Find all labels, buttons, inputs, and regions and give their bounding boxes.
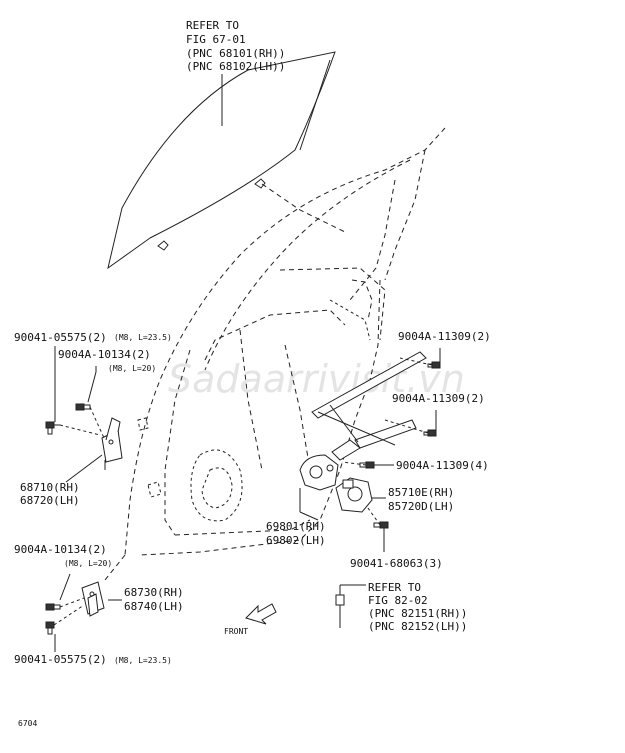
label-bolt-reg-1: 9004A-11309(2) bbox=[398, 330, 491, 343]
glass-ref-line2: FIG 67-01 bbox=[186, 33, 246, 46]
bolt-hinge-lower bbox=[45, 603, 61, 611]
label-regulator-rh: 69801(RH) bbox=[266, 520, 326, 533]
motor-ref-line1: REFER TO bbox=[368, 581, 421, 594]
bolt-reg-2 bbox=[423, 429, 437, 437]
label-bolt-reg-3: 9004A-11309(4) bbox=[396, 459, 489, 472]
label-screw-motor: 90041-68063(3) bbox=[350, 557, 443, 570]
label-hinge-upper-rh: 68710(RH) bbox=[20, 481, 80, 494]
upper-hinge bbox=[101, 417, 123, 463]
label-bolt-hinge-lower: 9004A-10134(2) bbox=[14, 543, 107, 556]
leader-lines bbox=[53, 346, 441, 652]
label-hinge-lower-lh: 68740(LH) bbox=[124, 600, 184, 613]
bolt-lower-left bbox=[45, 621, 55, 635]
label-hinge-lower-rh: 68730(RH) bbox=[124, 586, 184, 599]
label-hinge-upper-lh: 68720(LH) bbox=[20, 494, 80, 507]
door-frame bbox=[124, 127, 446, 556]
label-bolt-upper-left-spec: (M8, L=23.5) bbox=[114, 333, 172, 342]
front-label: FRONT bbox=[224, 627, 248, 636]
motor-ref-line3: (PNC 82151(RH)) bbox=[368, 607, 467, 620]
bolt-reg-3 bbox=[359, 461, 375, 469]
window-regulator bbox=[299, 351, 427, 491]
label-bolt-upper-left: 90041-05575(2) bbox=[14, 331, 107, 344]
label-motor-lh: 85720D(LH) bbox=[388, 500, 454, 513]
label-bolt-hinge-upper-spec: (M8, L=20) bbox=[108, 364, 156, 373]
screw-motor bbox=[373, 521, 389, 529]
label-motor-rh: 85710E(RH) bbox=[388, 486, 454, 499]
motor-reference: REFER TO FIG 82-02 (PNC 82151(RH)) (PNC … bbox=[368, 581, 467, 633]
glass-reference: REFER TO FIG 67-01 (PNC 68101(RH)) (PNC … bbox=[186, 19, 285, 73]
label-bolt-lower-left-spec: (M8, L=23.5) bbox=[114, 656, 172, 665]
front-arrow-icon bbox=[245, 603, 277, 625]
label-bolt-hinge-lower-spec: (M8, L=20) bbox=[64, 559, 112, 568]
door-glass bbox=[107, 51, 346, 270]
glass-ref-line1: REFER TO bbox=[186, 19, 239, 32]
bolt-upper-left bbox=[45, 421, 55, 435]
glass-ref-line3: (PNC 68101(RH)) bbox=[186, 47, 285, 60]
motor-ref-line2: FIG 82-02 bbox=[368, 594, 428, 607]
label-bolt-lower-left: 90041-05575(2) bbox=[14, 653, 107, 666]
regulator-motor bbox=[335, 477, 373, 513]
glass-ref-line4: (PNC 68102(LH)) bbox=[186, 60, 285, 73]
figure-number: 6704 bbox=[18, 719, 37, 728]
motor-connector bbox=[335, 594, 345, 628]
lower-hinge bbox=[81, 581, 105, 617]
label-regulator-lh: 69802(LH) bbox=[266, 534, 326, 547]
label-bolt-hinge-upper: 9004A-10134(2) bbox=[58, 348, 151, 361]
label-bolt-reg-2: 9004A-11309(2) bbox=[392, 392, 485, 405]
motor-ref-line4: (PNC 82152(LH)) bbox=[368, 620, 467, 633]
bolt-hinge-upper bbox=[75, 403, 91, 411]
